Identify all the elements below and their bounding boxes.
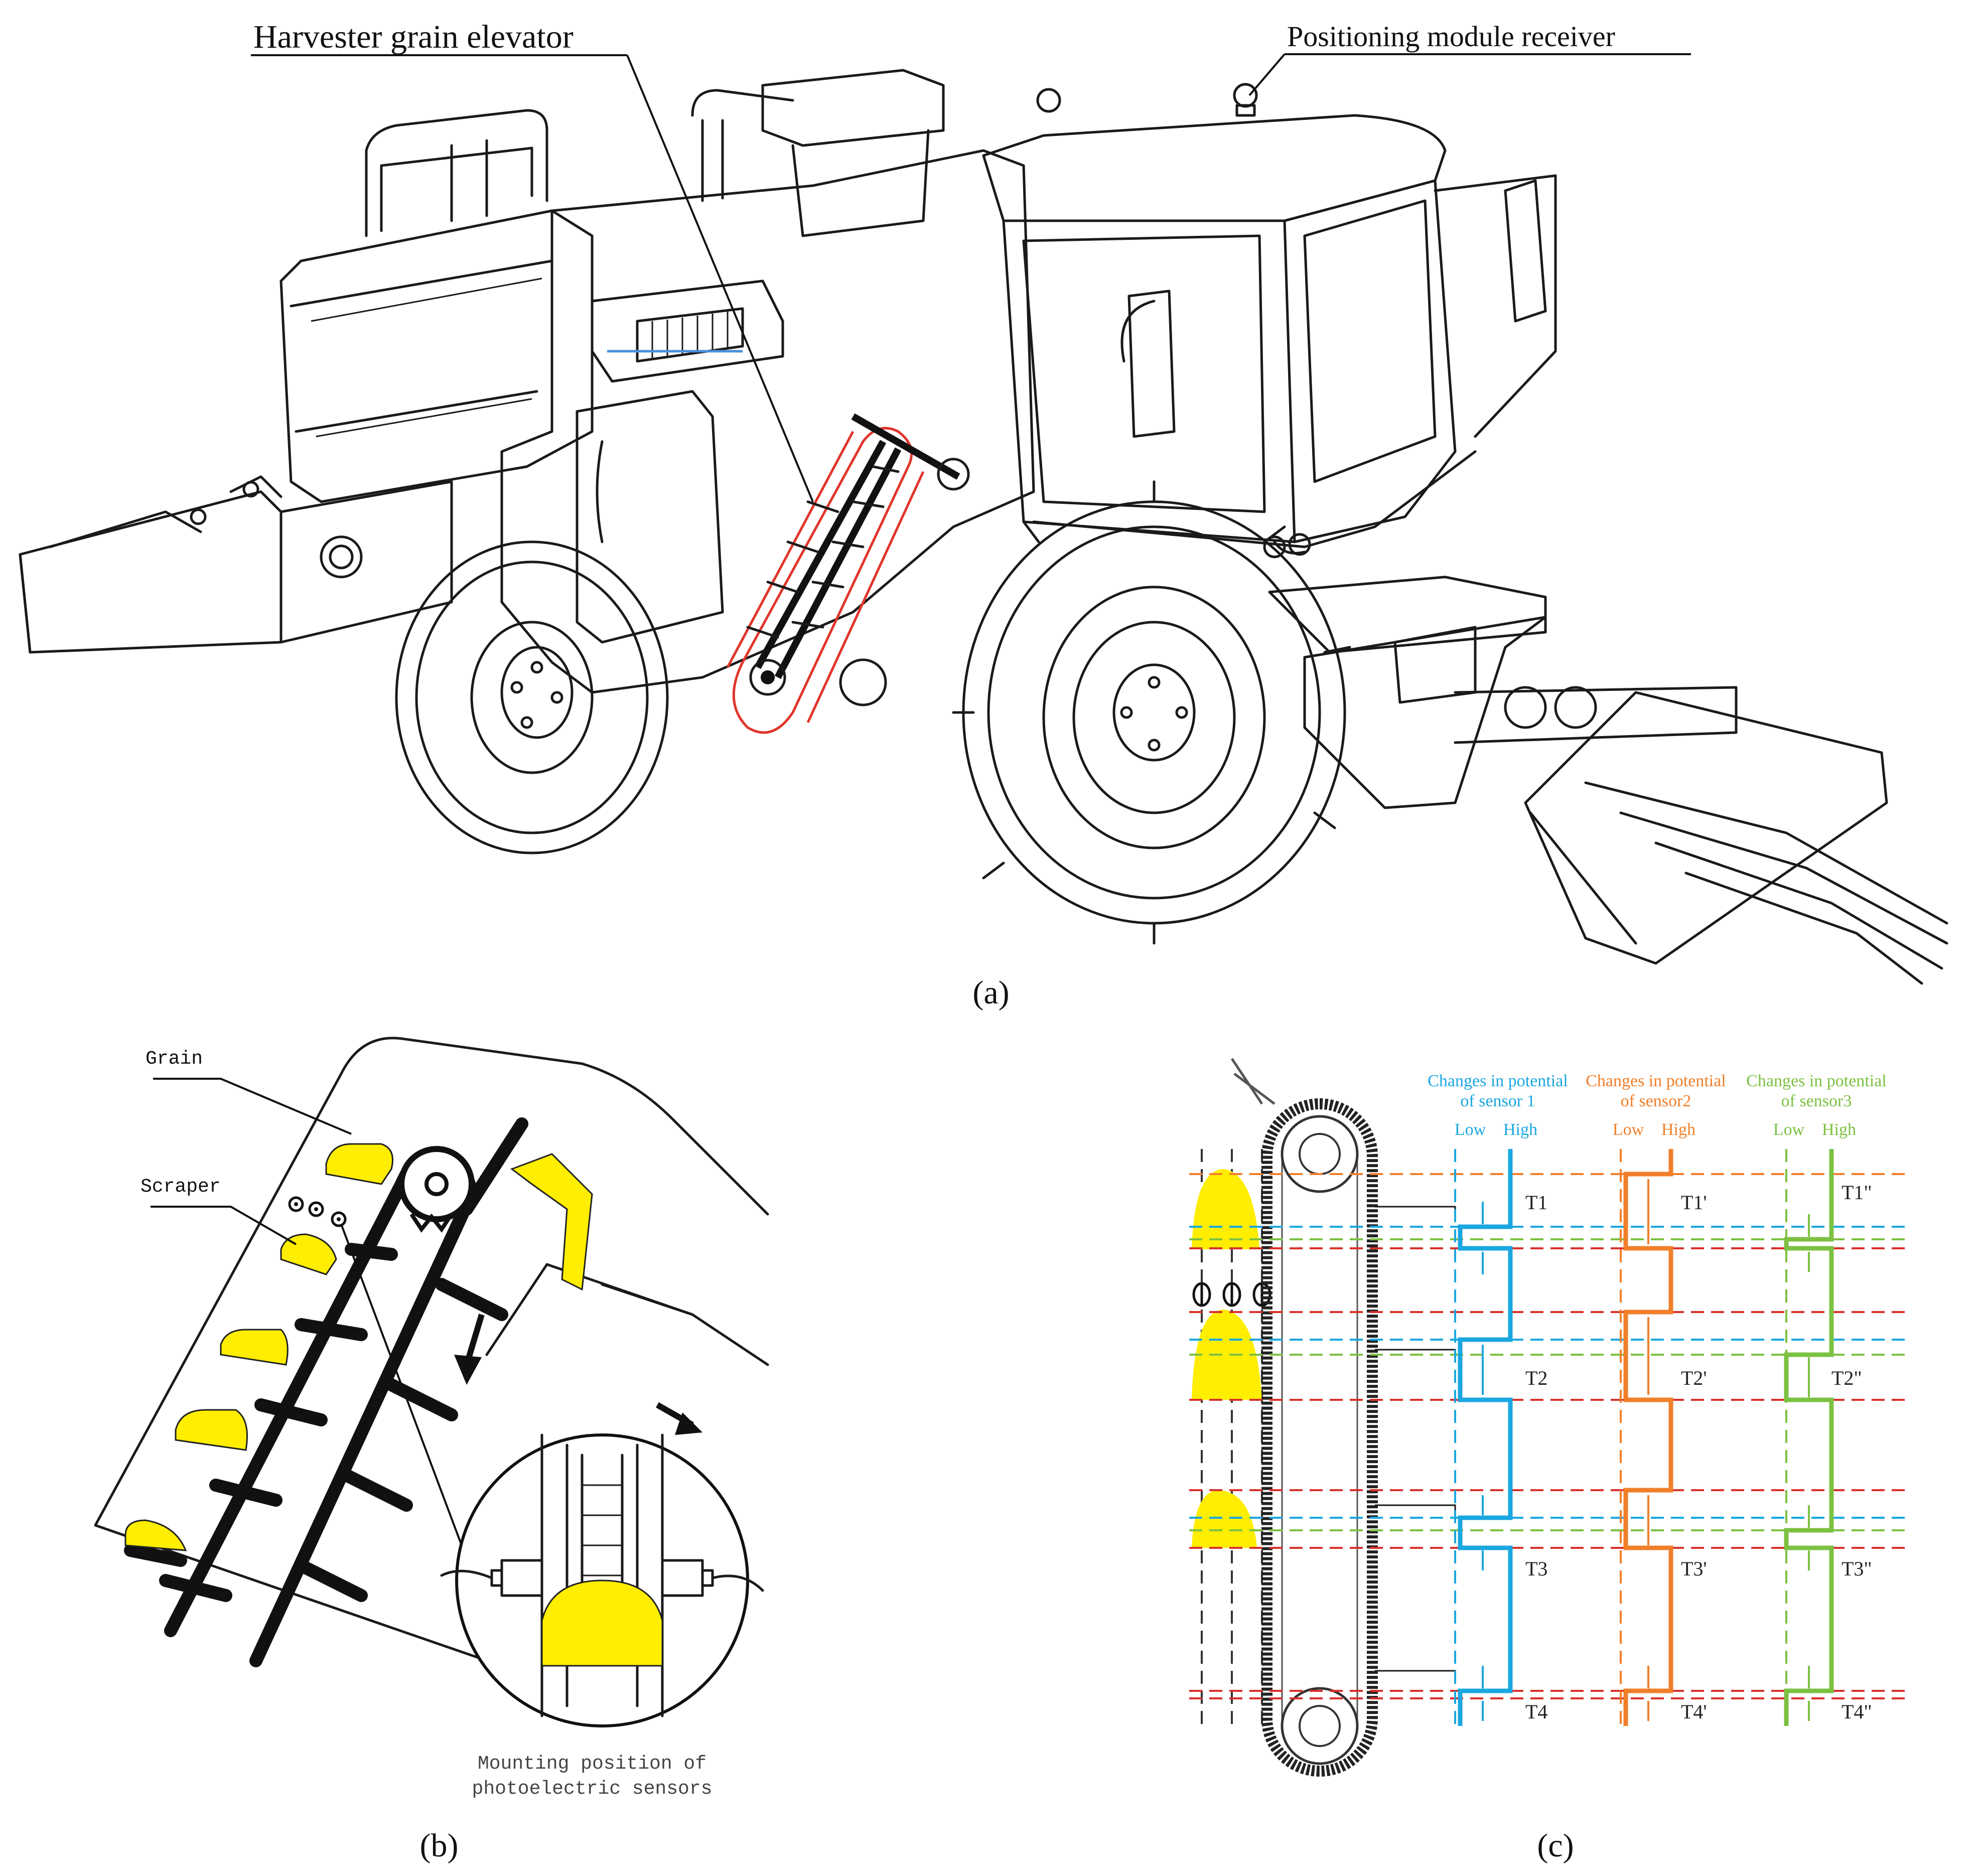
front-header <box>1268 575 1948 985</box>
inset-caption-line1: Mounting position of <box>478 1753 706 1775</box>
callout-receiver: Positioning module receiver <box>1287 20 1615 53</box>
callout-grain: Grain <box>146 1048 203 1070</box>
sensor1-low: Low <box>1455 1120 1486 1139</box>
chain-conveyor <box>1230 1058 1456 1777</box>
panel-b-label: (b) <box>420 1827 459 1864</box>
sensor1-high: High <box>1503 1120 1537 1139</box>
marker-T4-dprime: T4" <box>1842 1700 1872 1723</box>
sensor3-high: High <box>1822 1120 1856 1139</box>
operator-cabin <box>982 83 1557 558</box>
grain-pile-1 <box>1192 1169 1259 1249</box>
marker-T2-prime: T2' <box>1681 1367 1707 1389</box>
panel-c-label: (c) <box>1537 1827 1574 1864</box>
sensor2-title-line1: Changes in potential <box>1586 1072 1726 1090</box>
marker-T1-prime: T1' <box>1681 1191 1707 1214</box>
panel-b-elevator-detail: Grain Scraper Mounting position of photo… <box>94 1037 769 1864</box>
marker-T1: T1 <box>1525 1191 1547 1214</box>
callout-scraper: Scraper <box>140 1176 221 1198</box>
sensor2-high: High <box>1661 1120 1695 1139</box>
panel-a-label: (a) <box>972 974 1009 1011</box>
rear-wheel <box>395 540 669 854</box>
panel-a-harvester-drawing: Harvester grain elevator Positioning mod… <box>19 19 1948 1011</box>
marker-T3-dprime: T3" <box>1842 1557 1872 1580</box>
inset-caption-line2: photoelectric sensors <box>472 1778 713 1800</box>
sensor3-low: Low <box>1773 1120 1805 1139</box>
timing-guide-lines <box>1189 1173 1907 1699</box>
sensor2-signal <box>1623 1149 1673 1726</box>
sensor1-title-line2: of sensor 1 <box>1460 1092 1535 1110</box>
drive-sprocket <box>398 1146 475 1222</box>
marker-T3-prime: T3' <box>1681 1557 1707 1580</box>
marker-T2: T2 <box>1525 1367 1547 1389</box>
marker-T4: T4 <box>1525 1700 1547 1723</box>
sensor3-title-line2: of sensor3 <box>1781 1092 1852 1110</box>
sensor2-low: Low <box>1613 1120 1644 1139</box>
marker-T1-dprime: T1" <box>1842 1181 1872 1204</box>
marker-T2-dprime: T2" <box>1831 1367 1862 1389</box>
sensor3-signal <box>1784 1149 1834 1726</box>
panel-c-sensor-timing: Changes in potential of sensor 1 Changes… <box>1189 1058 1907 1864</box>
main-body <box>500 149 1035 694</box>
front-wheel <box>952 480 1351 945</box>
engine-hood <box>279 209 594 503</box>
sensor3-title-line1: Changes in potential <box>1746 1072 1887 1090</box>
marker-T3: T3 <box>1525 1557 1547 1580</box>
callout-elevator: Harvester grain elevator <box>253 19 574 55</box>
marker-T4-prime: T4' <box>1681 1700 1707 1723</box>
grain-pile <box>325 1143 393 1185</box>
sensor2-title-line2: of sensor2 <box>1621 1092 1691 1110</box>
sensor1-signal <box>1458 1149 1513 1726</box>
sensor-mounting-inset <box>440 1433 764 1727</box>
sensor1-title-line1: Changes in potential <box>1428 1072 1568 1090</box>
